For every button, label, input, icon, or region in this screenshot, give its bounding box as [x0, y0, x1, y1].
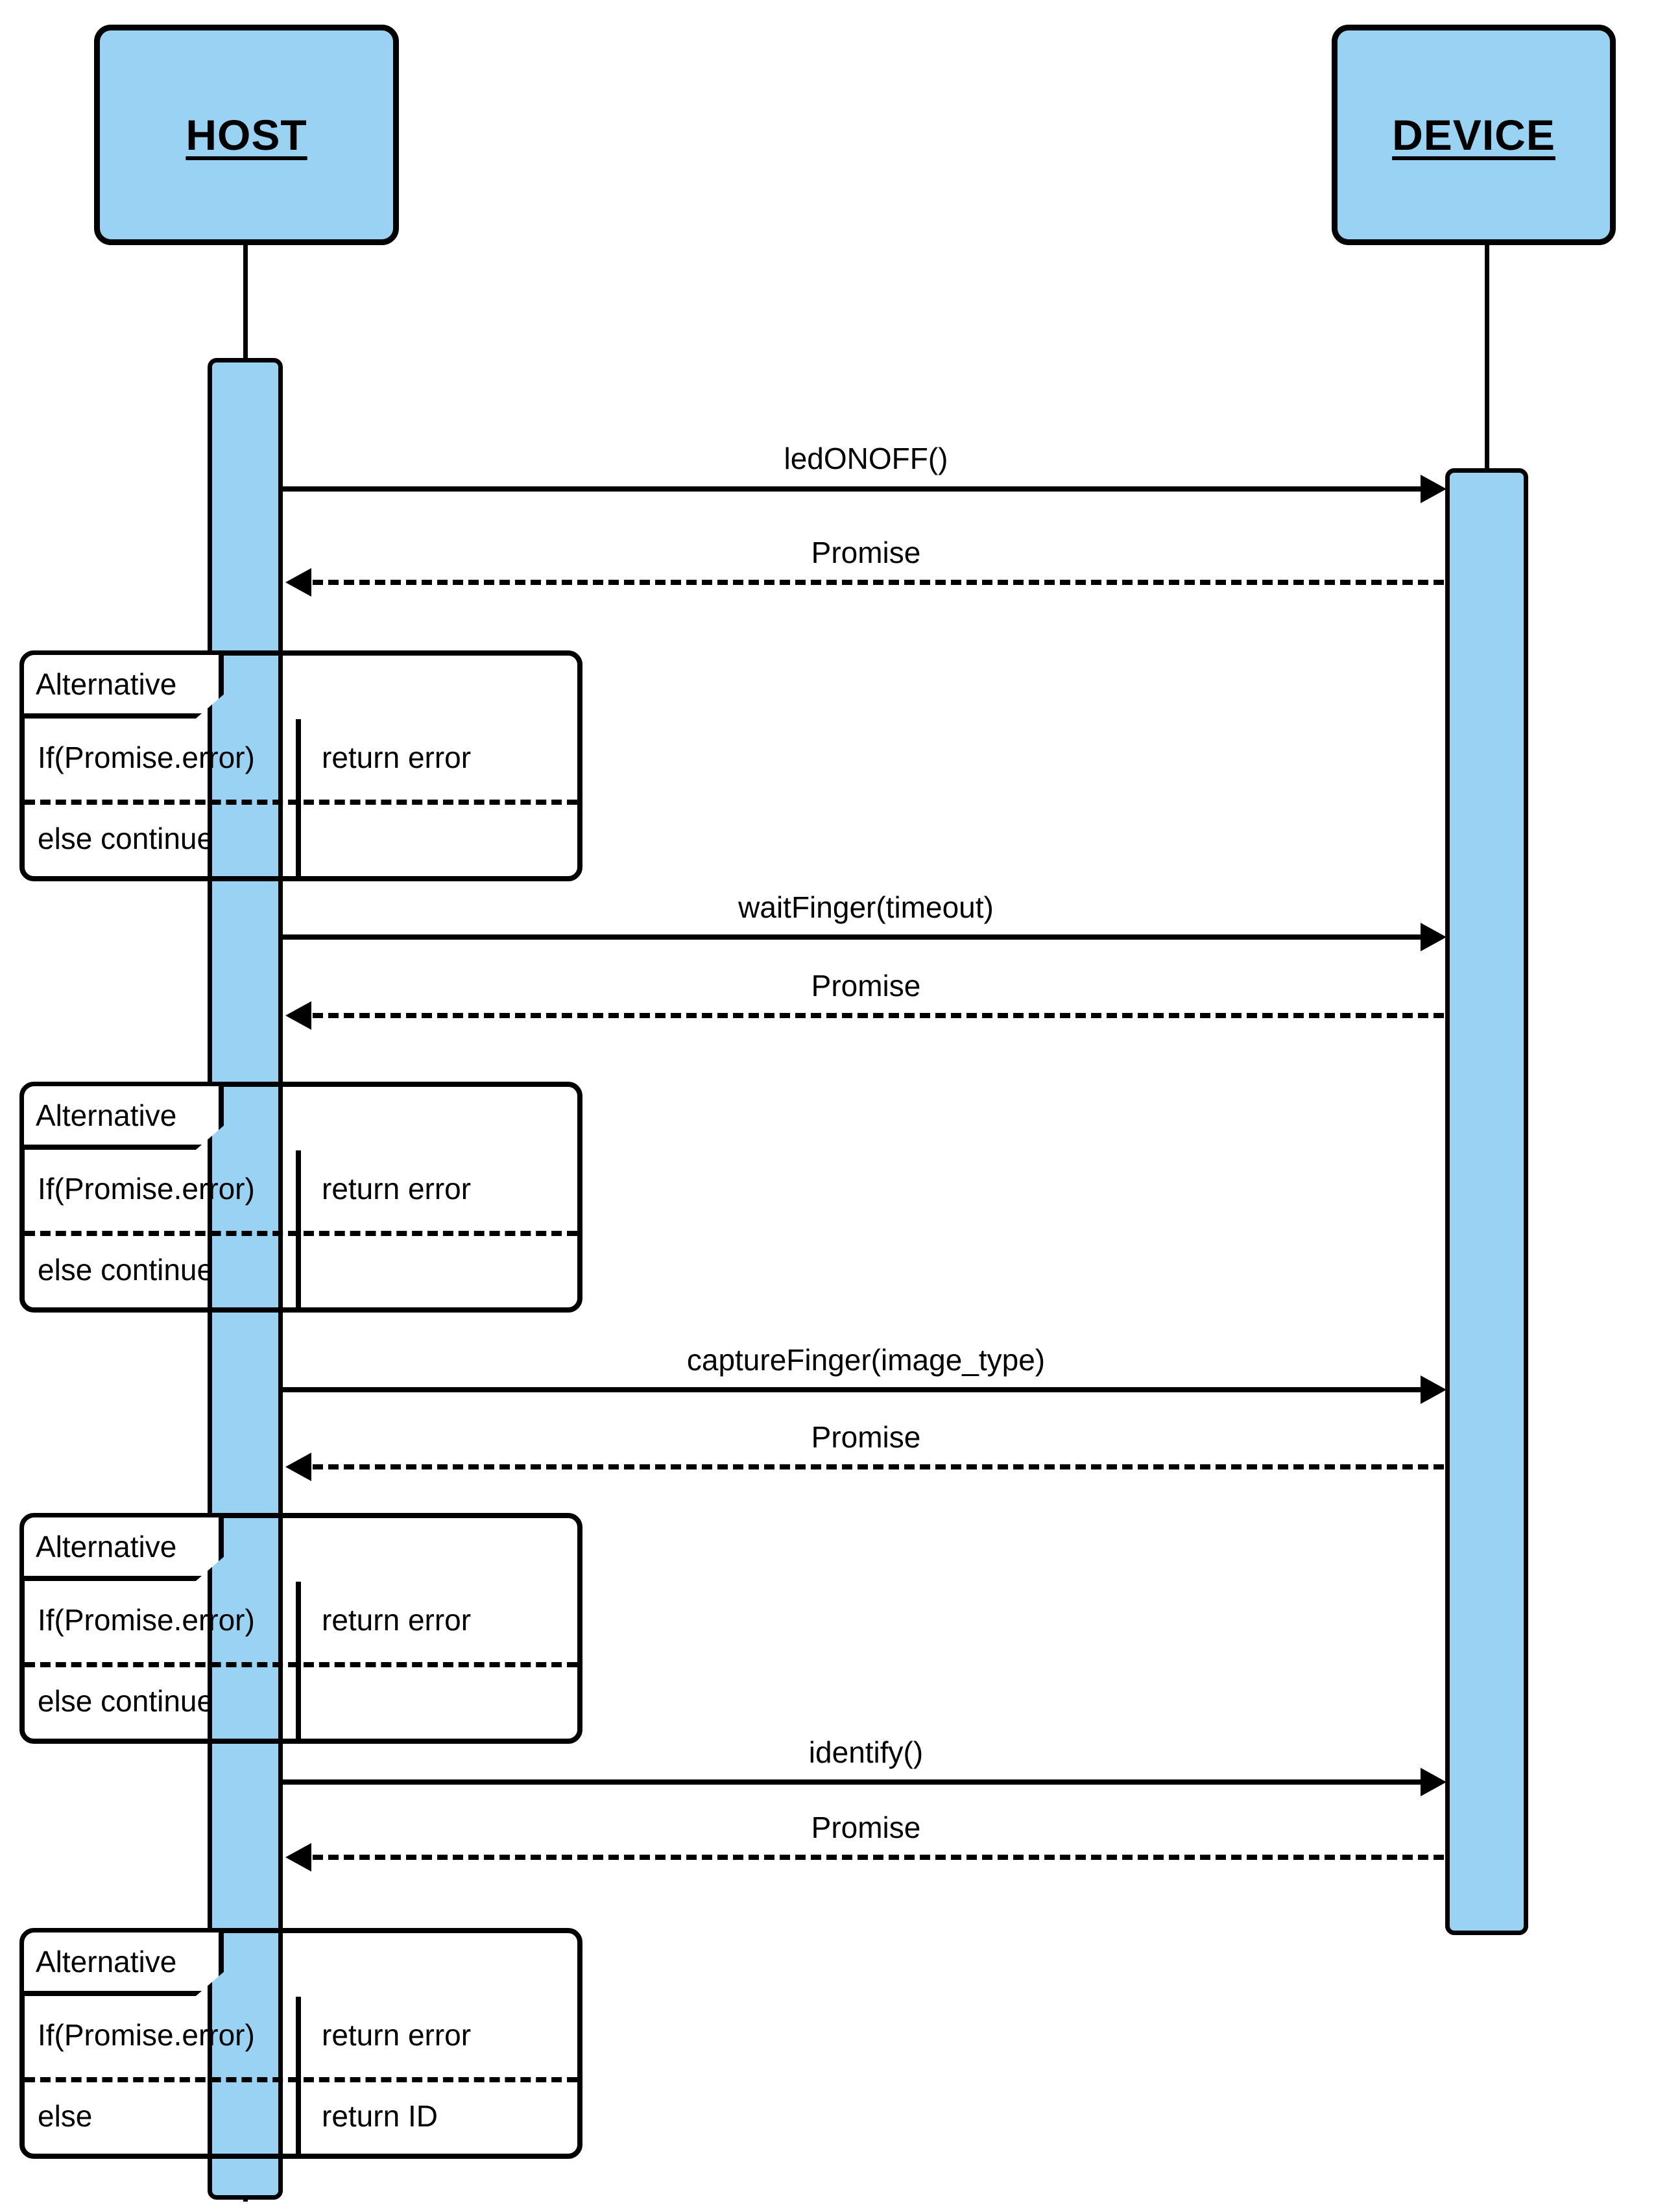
participant-host[interactable]: HOST — [94, 25, 399, 245]
message-line-identify — [283, 1779, 1423, 1785]
alt-fragment-3-guard-2: else continue — [38, 1684, 214, 1718]
participant-device-label: DEVICE — [1392, 111, 1555, 159]
message-arrowhead-waitfinger — [1421, 923, 1446, 951]
message-label-capturefinger: captureFinger(image_type) — [686, 1343, 1046, 1377]
message-arrowhead-ledonoff — [1421, 475, 1446, 503]
alt-fragment-2-action-1: return error — [322, 1172, 472, 1206]
alt-fragment-3-branch-separator — [25, 1662, 577, 1667]
alt-fragment-4-guard-2: else — [38, 2099, 93, 2133]
message-line-promise-2 — [313, 1013, 1444, 1018]
message-line-waitfinger — [283, 934, 1423, 940]
alt-fragment-4-tab: Alternative — [24, 1933, 224, 1996]
message-label-promise-2: Promise — [811, 969, 921, 1003]
alt-fragment-4-action-2: return ID — [322, 2099, 438, 2133]
alt-fragment-2-guard-1: If(Promise.error) — [38, 1172, 255, 1206]
message-arrowhead-promise-1 — [285, 568, 311, 597]
alt-fragment-2-guard-2: else continue — [38, 1253, 214, 1287]
alt-fragment-4-action-1: return error — [322, 2018, 472, 2052]
alt-fragment-1-tab-label: Alternative — [36, 667, 177, 701]
message-line-promise-3 — [313, 1464, 1444, 1469]
alt-fragment-2-tab: Alternative — [24, 1086, 224, 1150]
message-arrowhead-capturefinger — [1421, 1375, 1446, 1404]
message-line-promise-4 — [313, 1855, 1444, 1860]
lifeline-device — [1485, 243, 1489, 477]
activation-bar-device — [1445, 468, 1528, 1935]
participant-device[interactable]: DEVICE — [1332, 25, 1616, 245]
alt-fragment-2-tab-label: Alternative — [36, 1099, 177, 1132]
alt-fragment-3-action-1: return error — [322, 1603, 472, 1637]
message-line-ledonoff — [283, 486, 1423, 492]
alt-fragment-1: Alternative If(Promise.error) return err… — [19, 650, 582, 881]
message-label-identify: identify() — [808, 1735, 924, 1769]
alt-fragment-2-branch-separator — [25, 1231, 577, 1236]
alt-fragment-4-guard-1: If(Promise.error) — [38, 2018, 255, 2052]
message-label-waitfinger: waitFinger(timeout) — [738, 890, 994, 924]
alt-fragment-3-guard-1: If(Promise.error) — [38, 1603, 255, 1637]
alt-fragment-1-guard-2: else continue — [38, 822, 214, 855]
message-arrowhead-promise-4 — [285, 1843, 311, 1872]
alt-fragment-2: Alternative If(Promise.error) return err… — [19, 1082, 582, 1313]
message-line-capturefinger — [283, 1387, 1423, 1392]
alt-fragment-1-branch-separator — [25, 800, 577, 805]
message-arrowhead-promise-3 — [285, 1453, 311, 1481]
alt-fragment-4-branch-separator — [25, 2077, 577, 2082]
alt-fragment-4: Alternative If(Promise.error) return err… — [19, 1928, 582, 2159]
alt-fragment-3-tab-label: Alternative — [36, 1530, 177, 1564]
alt-fragment-1-guard-1: If(Promise.error) — [38, 741, 255, 774]
participant-host-label: HOST — [186, 111, 307, 159]
message-label-ledonoff: ledONOFF() — [784, 442, 948, 475]
message-arrowhead-promise-2 — [285, 1001, 311, 1030]
alt-fragment-1-tab: Alternative — [24, 655, 224, 719]
message-arrowhead-identify — [1421, 1768, 1446, 1796]
message-label-promise-4: Promise — [811, 1811, 921, 1844]
alt-fragment-4-tab-label: Alternative — [36, 1945, 177, 1979]
alt-fragment-1-action-1: return error — [322, 741, 472, 774]
message-label-promise-1: Promise — [811, 536, 921, 569]
message-label-promise-3: Promise — [811, 1420, 921, 1454]
alt-fragment-3: Alternative If(Promise.error) return err… — [19, 1513, 582, 1744]
message-line-promise-1 — [313, 580, 1444, 585]
alt-fragment-3-tab: Alternative — [24, 1517, 224, 1581]
